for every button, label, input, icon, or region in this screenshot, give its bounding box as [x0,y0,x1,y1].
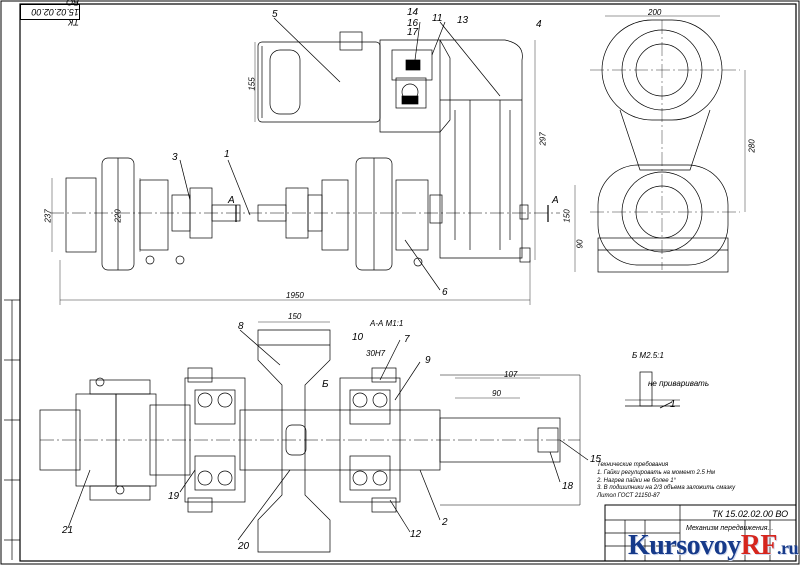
callout-16: 16 [407,18,419,29]
dim-30h7: 30Н7 [366,349,386,358]
callout-4: 4 [536,19,542,30]
side-view [574,15,746,273]
title-block [604,504,797,562]
dim-155: 155 [247,77,257,91]
note-1: 1. Гайки регулировать на момент 2.5 Нм [597,469,715,476]
technical-notes: Технические требования 1. Гайки регулиро… [597,462,737,501]
watermark-suffix: .ru [777,538,799,558]
dim-150-side: 150 [562,209,572,223]
callout-8: 8 [238,321,244,332]
drawing-frame [19,3,797,562]
section-label: А-А М1:1 [370,319,404,328]
callout-7: 7 [404,334,410,345]
callout-10: 10 [352,332,364,343]
callout-9: 9 [425,355,431,366]
watermark-main: Kursovoy [628,530,741,561]
detail-b [625,371,680,409]
callout-5: 5 [272,9,278,20]
note-no-bend: не приваривать [648,379,710,388]
callout-18: 18 [562,481,574,492]
dim-237: 237 [43,209,53,223]
callout-2: 2 [442,517,448,528]
dim-220: 220 [113,209,123,223]
watermark-accent: RF [740,530,778,561]
dim-90: 90 [492,389,501,398]
callout-20: 20 [238,541,250,552]
dim-200: 200 [648,8,662,17]
drawing-code-stamp: ТК 15.02.02.00 ВО [20,0,80,27]
callout-17: 17 [407,27,419,38]
callout-19: 19 [168,491,180,502]
callout-12: 12 [410,529,422,540]
dim-150-section: 150 [288,312,302,321]
dim-280: 280 [747,139,757,153]
dim-297: 297 [538,132,548,146]
note-3: 3. В подшипники на 2/3 объема заложить с… [597,485,736,500]
detail-marker-b: Б [322,379,329,390]
callout-1-detail: 1 [670,399,676,410]
view-label-a-left: А [228,195,235,206]
callout-13: 13 [457,15,469,26]
note-2: 2. Нагрев пайки не более 1° [597,477,676,484]
notes-heading: Технические требования [597,462,669,468]
callout-21: 21 [62,525,74,536]
section-a-a [39,321,589,553]
detail-label: Б М2.5:1 [632,351,664,360]
dim-107: 107 [504,370,518,379]
view-label-a-right: А [552,195,559,206]
title-block-name: Механизм передвижения... [686,525,774,532]
plan-view [50,17,560,305]
callout-15: 15 [590,454,602,465]
watermark-logo: KursovoyRF.ru [628,530,799,562]
title-block-code: ТК 15.02.02.00 ВО [712,509,789,519]
callout-6: 6 [442,287,448,298]
dim-90-side: 90 [575,239,585,249]
dim-1950: 1950 [286,291,304,300]
callout-3: 3 [172,152,178,163]
callout-14: 14 [407,7,419,18]
callout-1-top: 1 [224,149,230,160]
callout-11: 11 [432,13,443,24]
